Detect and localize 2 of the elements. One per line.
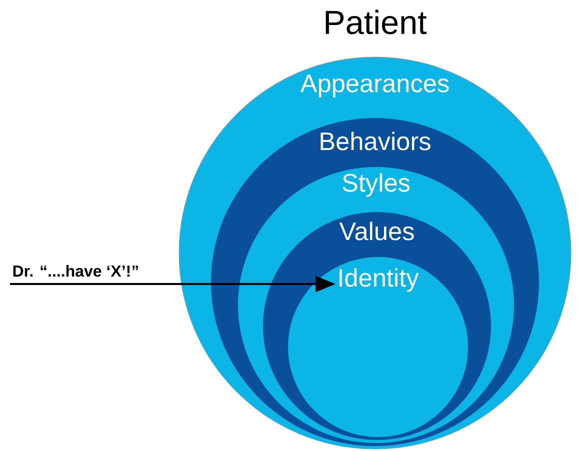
quote-text: Dr. “....have ‘X’!” (13, 265, 138, 277)
heading: Patient (326, 10, 427, 34)
